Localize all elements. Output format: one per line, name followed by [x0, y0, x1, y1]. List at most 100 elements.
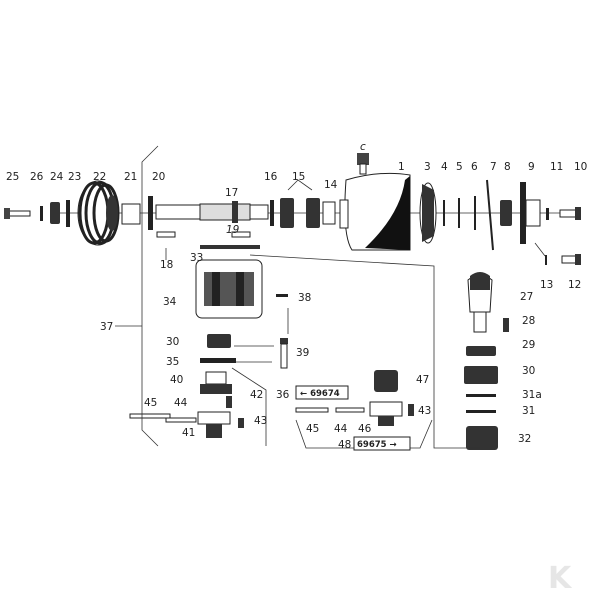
label-20: 20: [152, 171, 165, 183]
part-44-rod-right: [335, 407, 365, 413]
label-36: 36: [276, 389, 290, 401]
part-10-bolt: [559, 207, 581, 220]
label-37: 37: [100, 321, 113, 333]
part-24-nut: [50, 202, 60, 224]
part-38-pin: [276, 294, 288, 297]
part-12-bolt: [561, 254, 581, 265]
part-c-nut: [357, 153, 369, 175]
label-44-right: 44: [334, 423, 348, 435]
part-35-washer: [200, 358, 236, 363]
part-17-shaft: [155, 201, 269, 223]
label-43-right: 43: [418, 405, 431, 417]
part-27-pinion: [467, 272, 493, 333]
label-30-left: 30: [166, 336, 179, 348]
label-28: 28: [522, 315, 535, 327]
label-46: 46: [358, 423, 372, 435]
part-14-sleeve: [322, 201, 336, 225]
part-47-gear: [374, 370, 398, 392]
label-39: 39: [296, 347, 309, 359]
part-labels: 25 26 24 23 22 21 20 17 18 19 16 15 14 c…: [6, 141, 587, 451]
label-8: 8: [504, 161, 511, 173]
part-40-gear: [200, 371, 232, 394]
part-20-washer: [148, 196, 153, 230]
label-47: 47: [416, 374, 429, 386]
part-19-key: [231, 231, 251, 238]
part-16-ring: [270, 200, 274, 226]
label-45-left: 45: [144, 397, 157, 409]
part-43-pin-right: [408, 404, 414, 416]
label-29: 29: [522, 339, 535, 351]
label-35: 35: [166, 356, 179, 368]
label-32: 32: [518, 433, 531, 445]
ref-box-69674: ← 69674: [295, 385, 349, 400]
part-32-bearing: [466, 426, 498, 450]
label-14: 14: [324, 179, 338, 191]
part-18-key: [156, 231, 176, 238]
label-22: 22: [93, 171, 106, 183]
part-11-washer: [546, 208, 549, 220]
part-28-spring: [503, 318, 509, 332]
part-45-rod-right: [295, 407, 329, 413]
label-34: 34: [163, 296, 177, 308]
label-17: 17: [225, 187, 238, 199]
label-43-left: 43: [254, 415, 267, 427]
label-21: 21: [124, 171, 137, 183]
part-15-bearings: [280, 198, 320, 228]
label-18: 18: [160, 259, 173, 271]
part-46-spindle: [369, 401, 403, 426]
label-12: 12: [568, 279, 581, 291]
part-4-ring: [443, 200, 445, 226]
label-27: 27: [520, 291, 533, 303]
label-7: 7: [490, 161, 497, 173]
ref-box-69674-text: ← 69674: [300, 389, 340, 399]
part-31a-washer: [466, 394, 496, 397]
part-30-bearing-right: [464, 366, 498, 384]
part-42-pin: [226, 396, 232, 408]
label-41: 41: [182, 427, 195, 439]
label-6: 6: [471, 161, 478, 173]
part-41-spindle: [197, 411, 231, 438]
part-9-cover: [520, 182, 541, 244]
label-10: 10: [574, 161, 587, 173]
label-33: 33: [190, 252, 203, 264]
part-39-bolt: [280, 338, 288, 369]
label-9: 9: [528, 161, 535, 173]
label-3: 3: [424, 161, 431, 173]
label-31: 31: [522, 405, 535, 417]
label-15: 15: [292, 171, 305, 183]
part-29-ring: [466, 346, 496, 356]
label-13: 13: [540, 279, 553, 291]
part-3-bevel-gear: [419, 182, 437, 244]
part-23-ring: [66, 200, 70, 227]
label-11: 11: [550, 161, 563, 173]
leader-lines: [115, 145, 546, 449]
label-45-right: 45: [306, 423, 319, 435]
label-25: 25: [6, 171, 19, 183]
label-42: 42: [250, 389, 263, 401]
part-21-sleeve: [121, 203, 141, 225]
label-16: 16: [264, 171, 278, 183]
label-1: 1: [398, 161, 405, 173]
label-19: 19: [226, 224, 240, 236]
label-44-left: 44: [174, 397, 188, 409]
label-40: 40: [170, 374, 183, 386]
part-6-ring: [474, 196, 476, 230]
label-26: 26: [30, 171, 44, 183]
label-24: 24: [50, 171, 64, 183]
part-25-bolt: [4, 208, 31, 219]
part-43-pin-left: [238, 418, 244, 428]
part-33-plate: [200, 245, 260, 249]
part-26-washer: [40, 206, 43, 221]
part-45-rod-left: [129, 413, 171, 419]
label-31a: 31a: [522, 389, 542, 401]
part-1-housing: [339, 172, 411, 251]
part-13-washer: [545, 255, 547, 265]
label-48: 48: [338, 439, 351, 451]
part-7-rod: [486, 179, 494, 251]
watermark-logo: K: [548, 561, 573, 596]
part-44-rod-left: [165, 417, 197, 423]
label-38: 38: [298, 292, 311, 304]
label-23: 23: [68, 171, 81, 183]
label-5: 5: [456, 161, 463, 173]
